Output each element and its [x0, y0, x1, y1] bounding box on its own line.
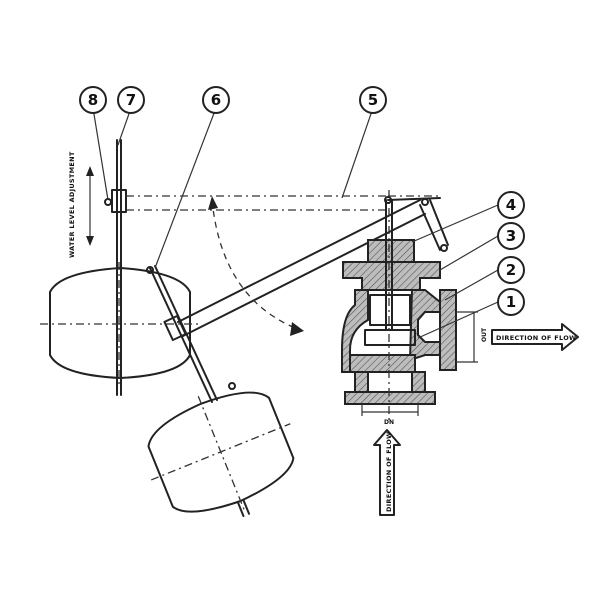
- valve-linkage: [384, 196, 449, 252]
- horizontal-lever: [126, 195, 440, 211]
- valve-body: [341, 190, 457, 420]
- svg-text:6: 6: [211, 91, 221, 109]
- svg-text:8: 8: [88, 91, 98, 109]
- svg-text:3: 3: [506, 227, 516, 245]
- swing-arc: [211, 199, 301, 331]
- callout-7: 7: [117, 86, 145, 114]
- inlet-dimension: [361, 404, 419, 416]
- flow-arrow-up: [373, 429, 401, 516]
- callout-3: 3: [497, 222, 525, 250]
- leader-lines: [92, 107, 499, 339]
- callout-6: 6: [202, 86, 230, 114]
- callout-1: 1: [497, 288, 525, 316]
- out-dimension-label: OUT: [481, 327, 488, 342]
- lower-float: [147, 391, 295, 518]
- direction-of-flow-up-label: DIRECTION OF FLOW: [385, 432, 393, 513]
- dn-dimension-label: DN: [384, 419, 394, 426]
- direction-of-flow-right-label: DIRECTION OF FLOW: [496, 334, 577, 342]
- lower-float-body: [147, 391, 295, 513]
- flow-arrow-right: [491, 323, 579, 351]
- svg-text:4: 4: [506, 196, 516, 214]
- tilted-float-arm: [146, 199, 426, 403]
- svg-text:5: 5: [368, 91, 378, 109]
- upper-float: [40, 139, 200, 396]
- callout-8: 8: [79, 86, 107, 114]
- water-level-adjustment-label: WATER LEVEL ADJUSTMENT: [68, 151, 76, 258]
- svg-text:2: 2: [506, 261, 516, 279]
- arm-clamp: [163, 314, 187, 342]
- callout-5: 5: [359, 86, 387, 114]
- callout-4: 4: [497, 191, 525, 219]
- svg-text:7: 7: [126, 91, 136, 109]
- callout-2: 2: [497, 256, 525, 284]
- svg-text:1: 1: [506, 293, 516, 311]
- rod-clamp: [111, 189, 127, 213]
